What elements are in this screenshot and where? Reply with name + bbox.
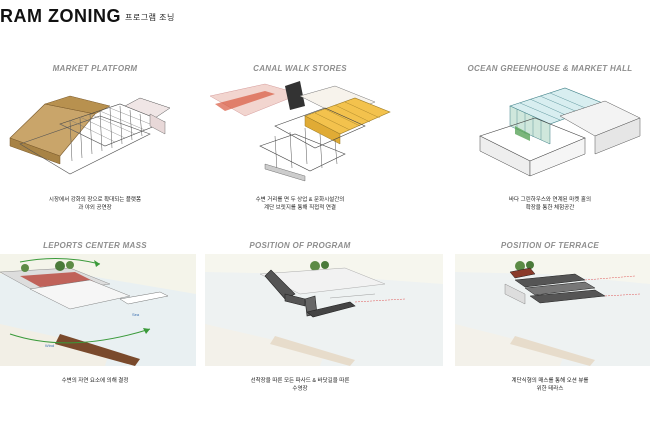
page-title: RAM ZONING 프로그램 조닝 — [0, 6, 175, 27]
page-title-text: RAM ZONING — [0, 6, 121, 26]
panel-market-platform: MARKET PLATFORM 시장에서 강화의 장으로 확대되는 플랫폼 — [0, 60, 190, 230]
panel-caption: 수변 거리를 면 두 상업 & 문화시설간의 계단 브릿지를 통해 직접적 연결 — [205, 196, 395, 212]
sea-label: Sea — [132, 312, 140, 317]
panel-caption: 시장에서 강화의 장으로 확대되는 플랫폼 과 야외 공연장 — [0, 196, 190, 212]
panel-caption: 수변의 자연 요소에 의해 결정 — [0, 377, 190, 385]
panel-title: POSITION OF PROGRAM — [249, 241, 351, 250]
caption-line: 수변 거리를 면 두 상업 & 문화시설간의 — [255, 197, 345, 203]
canal-walk-diagram — [205, 76, 395, 191]
caption-line: 수영장 — [292, 386, 308, 392]
greenhouse-diagram — [455, 76, 645, 191]
caption-line: 시장에서 강화의 장으로 확대되는 플랫폼 — [48, 197, 142, 203]
program-diagram — [205, 254, 443, 366]
caption-line: 선착장을 따른 모든 파사드 & 바닷길을 따른 — [250, 378, 350, 384]
panel-ocean-greenhouse: OCEAN GREENHOUSE & MARKET HALL 바다 그린하우스와… — [455, 60, 645, 230]
panel-title: LEPORTS CENTER MASS — [43, 241, 147, 250]
panel-caption: 바다 그린하우스와 연계된 마켓 홀의 확장을 통한 체험공간 — [455, 196, 645, 212]
panel-caption: 계단식형의 매스를 통해 오션 뷰를 위한 테라스 — [455, 377, 645, 393]
caption-line: 위한 테라스 — [536, 386, 564, 392]
panel-title: POSITION OF TERRACE — [500, 241, 600, 250]
caption-line: 계단 브릿지를 통해 직접적 연결 — [264, 205, 336, 211]
market-platform-diagram — [0, 76, 190, 191]
panel-position-of-program: POSITION OF PROGRAM 선착장을 따른 모든 파사드 & 바닷길… — [205, 237, 443, 407]
leports-diagram: Sea Wind — [0, 254, 196, 366]
terrace-diagram — [455, 254, 650, 366]
panel-canal-walk-stores: CANAL WALK STORES 수변 거리를 면 두 상업 & 문화시설간의 — [205, 60, 395, 230]
panel-title: OCEAN GREENHOUSE & MARKET HALL — [467, 64, 633, 73]
wind-label: Wind — [45, 343, 54, 348]
caption-line: 계단식형의 매스를 통해 오션 뷰를 — [511, 378, 589, 384]
caption-line: 수변의 자연 요소에 의해 결정 — [61, 378, 129, 384]
panel-position-of-terrace: POSITION OF TERRACE 계단식형의 매스를 통해 오션 뷰를 위… — [455, 237, 650, 407]
panel-leports-center: LEPORTS CENTER MASS Sea Wind 수변의 자연 요소에 … — [0, 237, 196, 407]
page-subtitle: 프로그램 조닝 — [125, 12, 175, 22]
panel-caption: 선착장을 따른 모든 파사드 & 바닷길을 따른 수영장 — [205, 377, 395, 393]
caption-line: 확장을 통한 체험공간 — [525, 205, 575, 211]
caption-line: 바다 그린하우스와 연계된 마켓 홀의 — [508, 197, 591, 203]
caption-line: 과 야외 공연장 — [78, 205, 112, 211]
panel-title: CANAL WALK STORES — [253, 64, 347, 73]
panel-title: MARKET PLATFORM — [52, 64, 138, 73]
